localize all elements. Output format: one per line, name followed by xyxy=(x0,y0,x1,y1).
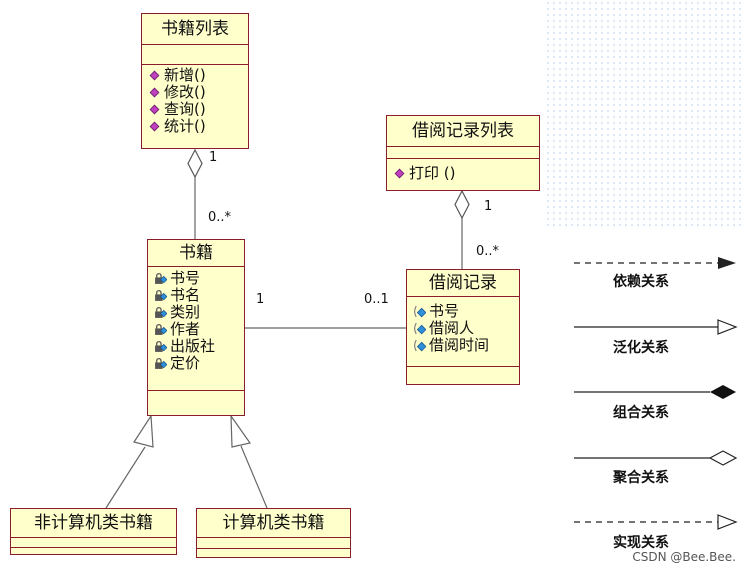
attribute-item: 书号 xyxy=(148,270,244,287)
multiplicity-book-association: 1 xyxy=(256,292,265,307)
operation-icon xyxy=(149,104,160,115)
operations-section: 新增() 修改() 查询() 统计() xyxy=(142,65,248,135)
attribute-item: 出版社 xyxy=(148,338,244,355)
borrow-list-aggregation-diamond xyxy=(454,189,470,220)
class-name: 借阅记录 xyxy=(407,270,519,297)
attribute-item: 类别 xyxy=(148,304,244,321)
attribute-item: 书号 xyxy=(407,303,519,320)
attribute-item: 作者 xyxy=(148,321,244,338)
legend-dependency-label: 依赖关系 xyxy=(613,274,669,290)
class-cs-book[interactable]: 计算机类书籍 xyxy=(196,508,351,558)
private-attribute-icon xyxy=(155,340,167,352)
attribute-item: 书名 xyxy=(148,287,244,304)
attributes-section xyxy=(142,45,248,65)
multiplicity-book-list-end: 1 xyxy=(209,150,218,165)
private-attribute-icon xyxy=(155,357,167,369)
operation-item: 统计() xyxy=(142,118,248,135)
operation-item: 修改() xyxy=(142,84,248,101)
legend-generalization-label: 泛化关系 xyxy=(613,340,669,356)
legend-dependency-arrowhead xyxy=(718,257,736,269)
class-book[interactable]: 书籍 书号 书名 类别 作者 出版社 定价 xyxy=(147,239,245,416)
operation-icon xyxy=(149,70,160,81)
protected-attribute-icon xyxy=(414,339,426,352)
class-name: 借阅记录列表 xyxy=(387,116,539,147)
private-attribute-icon xyxy=(155,289,167,301)
cs-generalization-triangle xyxy=(230,414,252,448)
legend-aggregation-diamond xyxy=(708,450,738,466)
attribute-item: 借阅人 xyxy=(407,320,519,337)
class-borrow-record[interactable]: 借阅记录 书号 借阅人 借阅时间 xyxy=(406,269,520,385)
legend-generalization-arrowhead xyxy=(717,319,738,335)
attributes-section: 书号 书名 类别 作者 出版社 定价 xyxy=(148,267,244,391)
legend-realization-label: 实现关系 xyxy=(613,535,669,551)
class-borrow-record-list[interactable]: 借阅记录列表 打印 () xyxy=(386,115,540,191)
operation-icon xyxy=(149,87,160,98)
private-attribute-icon xyxy=(155,323,167,335)
class-non-cs-book[interactable]: 非计算机类书籍 xyxy=(10,508,177,555)
class-name: 计算机类书籍 xyxy=(197,509,350,538)
legend-composition-label: 组合关系 xyxy=(613,405,669,421)
operation-icon xyxy=(149,121,160,132)
private-attribute-icon xyxy=(155,272,167,284)
protected-attribute-icon xyxy=(414,305,426,318)
class-name: 书籍 xyxy=(148,240,244,267)
cs-generalization-line xyxy=(240,445,268,509)
multiplicity-book-end-top: 0..* xyxy=(208,210,232,225)
non-cs-generalization-line xyxy=(105,446,146,509)
background-dot-pattern xyxy=(545,0,744,230)
legend-aggregation-label: 聚合关系 xyxy=(613,470,669,486)
operation-icon xyxy=(394,168,405,179)
book-list-aggregation-diamond xyxy=(187,148,203,179)
attributes-section xyxy=(387,147,539,159)
watermark: CSDN @Bee.Bee. xyxy=(632,550,736,564)
attribute-item: 借阅时间 xyxy=(407,337,519,354)
attributes-section xyxy=(197,538,350,549)
protected-attribute-icon xyxy=(414,322,426,335)
legend-composition-diamond xyxy=(710,385,736,399)
multiplicity-borrow-record-top: 0..* xyxy=(476,244,500,259)
private-attribute-icon xyxy=(155,306,167,318)
operation-item: 打印 () xyxy=(387,165,539,182)
multiplicity-borrow-association: 0..1 xyxy=(364,292,389,307)
non-cs-generalization-triangle xyxy=(133,414,154,448)
attributes-section: 书号 借阅人 借阅时间 xyxy=(407,297,519,367)
operation-item: 查询() xyxy=(142,101,248,118)
operations-section: 打印 () xyxy=(387,159,539,182)
attribute-item: 定价 xyxy=(148,355,244,372)
attributes-section xyxy=(11,538,176,548)
class-name: 书籍列表 xyxy=(142,14,248,45)
multiplicity-borrow-list-end: 1 xyxy=(484,199,493,214)
operation-item: 新增() xyxy=(142,67,248,84)
class-name: 非计算机类书籍 xyxy=(11,509,176,538)
class-book-list[interactable]: 书籍列表 新增() 修改() 查询() 统计() xyxy=(141,13,249,149)
legend-realization-arrowhead xyxy=(717,514,738,530)
